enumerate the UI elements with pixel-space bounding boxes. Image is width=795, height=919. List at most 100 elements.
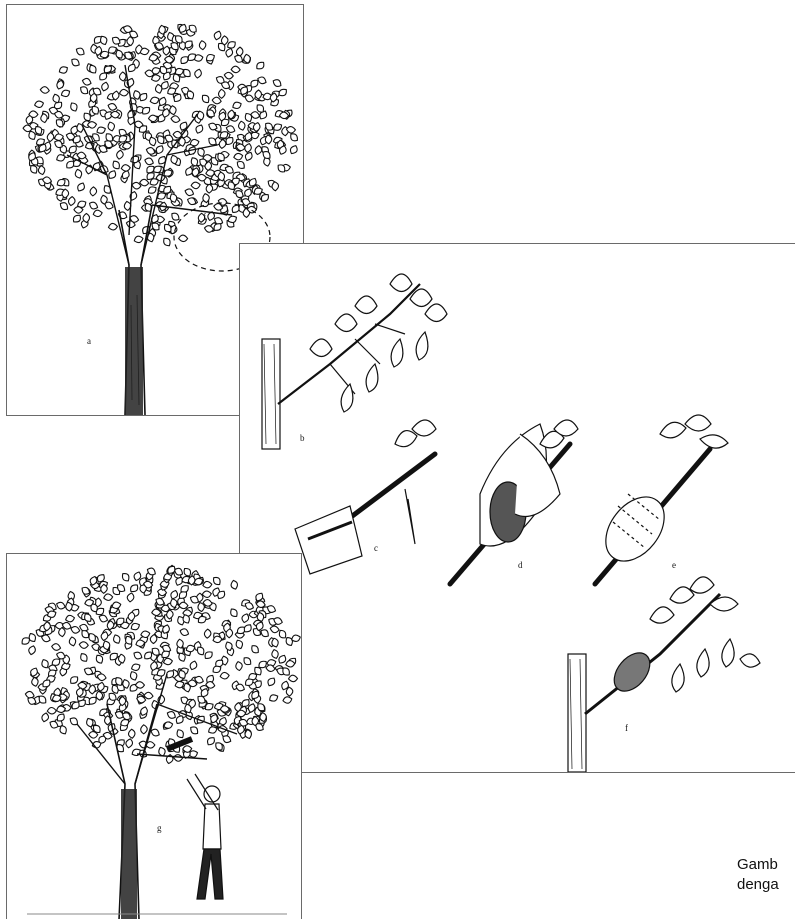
leaf xyxy=(231,66,240,73)
leaf xyxy=(34,100,44,108)
leaf xyxy=(203,650,214,661)
leaf xyxy=(68,196,76,206)
step-c-cutting xyxy=(295,420,436,574)
leaf xyxy=(107,121,116,131)
leaf xyxy=(29,111,38,118)
leaf xyxy=(235,159,246,170)
canopy xyxy=(20,564,301,764)
leaf xyxy=(199,40,207,50)
leaf xyxy=(144,692,154,699)
leaf xyxy=(255,60,266,71)
leaf xyxy=(191,182,201,189)
leaf xyxy=(194,124,204,135)
leaf xyxy=(133,235,143,244)
leaf xyxy=(47,707,56,714)
leaf xyxy=(242,656,253,667)
leaf xyxy=(28,645,37,655)
leaf xyxy=(270,625,280,633)
label-b: b xyxy=(300,434,305,443)
leaf xyxy=(220,672,230,680)
leaf xyxy=(55,601,66,610)
leaf xyxy=(272,78,283,88)
label-g: g xyxy=(157,824,162,833)
leaf xyxy=(224,72,234,79)
leaf xyxy=(236,47,243,56)
label-f-small: f xyxy=(203,212,206,222)
canopy xyxy=(23,23,300,248)
leaf xyxy=(189,725,200,736)
leaf xyxy=(108,223,118,230)
leaf xyxy=(238,121,246,131)
leaf xyxy=(277,87,288,98)
leaf xyxy=(132,651,143,661)
leaf xyxy=(51,643,61,651)
leaf xyxy=(250,644,261,655)
leaf xyxy=(241,613,250,624)
leaf xyxy=(147,185,158,195)
leaf xyxy=(184,188,195,197)
leaf xyxy=(213,30,222,41)
leaf xyxy=(40,86,50,93)
leaf xyxy=(129,583,140,594)
leaf xyxy=(254,145,262,155)
leaf xyxy=(58,65,69,75)
leaf xyxy=(76,182,86,193)
leaf xyxy=(59,201,70,212)
label-c: c xyxy=(374,544,378,553)
leaf xyxy=(140,179,149,186)
leaf xyxy=(65,614,75,622)
leaf xyxy=(93,209,103,217)
leaf xyxy=(170,589,179,600)
leaf xyxy=(90,187,97,196)
leaf xyxy=(255,90,262,99)
leaf xyxy=(200,93,211,104)
leaf xyxy=(189,660,198,671)
step-f-rooted xyxy=(568,577,760,772)
leaf xyxy=(288,132,299,143)
leaf xyxy=(112,634,122,645)
leaf xyxy=(171,115,181,123)
leaf xyxy=(74,169,83,180)
leaf xyxy=(120,572,131,583)
caption-line-2: denga xyxy=(737,876,779,893)
leaf xyxy=(96,125,107,134)
leaf xyxy=(79,641,89,648)
label-a: a xyxy=(87,337,91,346)
leaf xyxy=(231,101,242,111)
panel-g-harvesting: g xyxy=(6,553,302,919)
leaf xyxy=(225,47,234,58)
label-f: f xyxy=(625,724,628,733)
leaf xyxy=(163,657,173,665)
leaf xyxy=(173,754,182,761)
leaf xyxy=(218,89,225,98)
leaf xyxy=(79,85,90,96)
leaf xyxy=(144,157,155,166)
leaf xyxy=(128,729,135,738)
leaf xyxy=(116,150,124,160)
leaf xyxy=(47,132,54,141)
leaf xyxy=(150,634,157,644)
leaf xyxy=(149,96,160,105)
leaf xyxy=(121,164,131,171)
leaf xyxy=(107,169,117,180)
leaf xyxy=(135,682,144,689)
leaf xyxy=(141,725,148,734)
leaf xyxy=(221,36,228,45)
leaf xyxy=(69,675,80,686)
leaf xyxy=(289,144,299,155)
leaf xyxy=(119,89,129,96)
leaf xyxy=(70,57,81,68)
label-d: d xyxy=(518,561,523,570)
leaf xyxy=(179,235,188,242)
leaf xyxy=(186,196,197,206)
label-e: e xyxy=(672,561,676,570)
leaf xyxy=(202,581,212,589)
leaf xyxy=(107,102,118,111)
leaf xyxy=(179,627,190,636)
leaf xyxy=(129,670,138,681)
leaf xyxy=(162,236,173,247)
leaf xyxy=(271,649,280,659)
leaf xyxy=(202,591,211,598)
leaf xyxy=(125,738,133,748)
step-e-wrapped xyxy=(594,415,728,584)
